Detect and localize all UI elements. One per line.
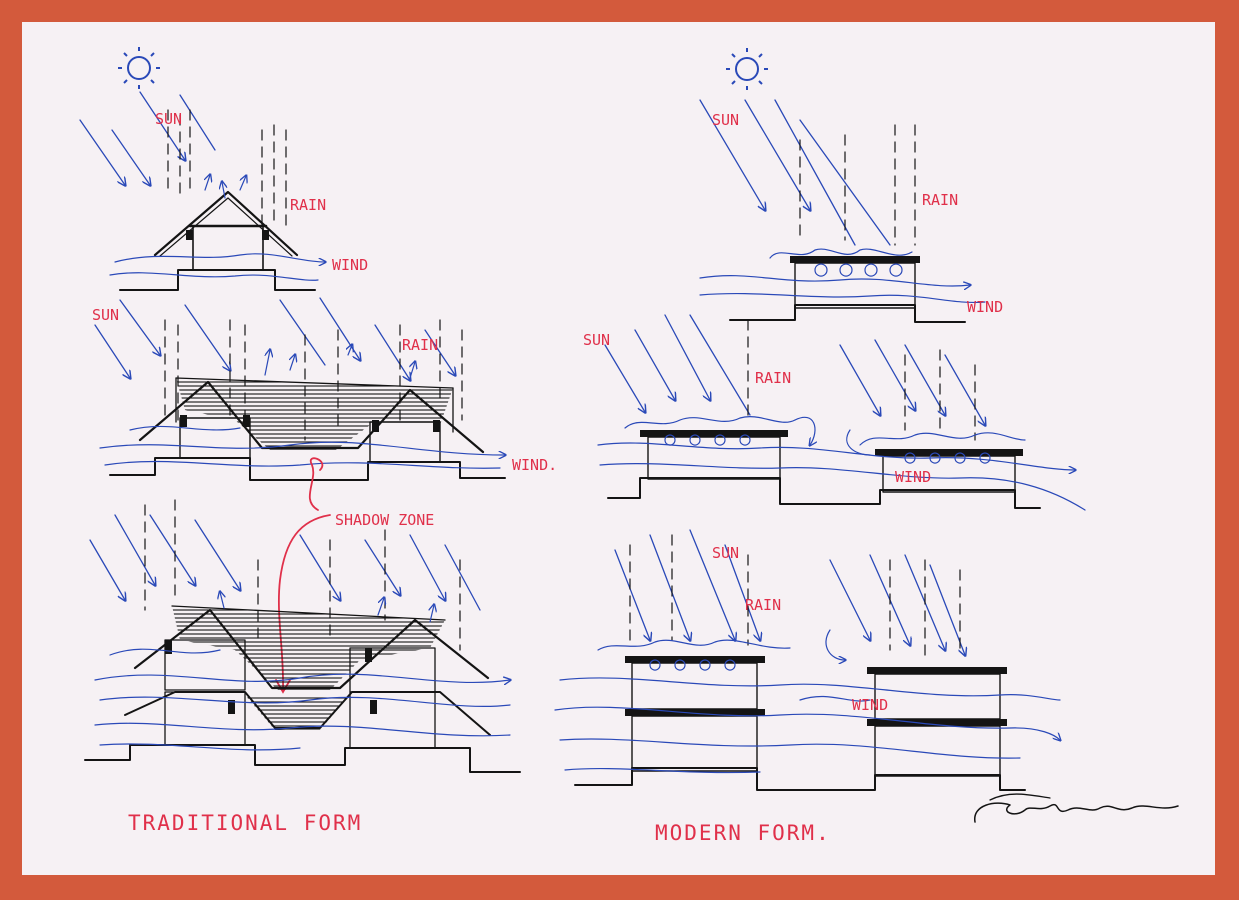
wind-lines-m3: [554, 629, 1060, 774]
label-shadow-zone: SHADOW ZONE: [335, 511, 434, 529]
rain-lines-m2: [747, 319, 976, 441]
wind-lines-m1: [699, 263, 986, 304]
traditional-house-small: [79, 91, 325, 291]
rain-lines-m1: [799, 124, 916, 246]
wind-lines-t2: [99, 345, 505, 469]
wind-lines-m2: [597, 416, 1086, 511]
artist-signature: [974, 793, 1179, 823]
wind-lines-t1: [109, 175, 325, 281]
modern-flat-house-single: [699, 99, 986, 323]
rain-lines-m3: [629, 534, 961, 656]
modern-two-storey-houses: [554, 529, 1060, 791]
label-sun-m2: SUN: [583, 331, 610, 349]
sun-rays-t1: [79, 91, 216, 185]
label-sun-t1: SUN: [155, 110, 182, 128]
label-sun-t2: SUN: [92, 306, 119, 324]
label-wind-m2: WIND: [895, 468, 931, 486]
label-rain-t1: RAIN: [290, 196, 326, 214]
label-wind-t2: WIND.: [512, 456, 557, 474]
label-sun-m1: SUN: [712, 111, 739, 129]
sun-rays-m1: [699, 99, 891, 246]
label-modern-form: MODERN FORM.: [655, 821, 831, 845]
sun-rays-t2: [94, 297, 455, 380]
sketch-paper: [22, 22, 1215, 875]
modern-flat-houses-pair: [597, 314, 1086, 511]
sun-rays-m2: [604, 314, 985, 425]
label-sun-m3: SUN: [712, 544, 739, 562]
wind-lines-t3: [94, 592, 510, 751]
sun-rays-m3: [614, 529, 965, 655]
traditional-courtyard-house: [94, 297, 505, 481]
label-rain-m1: RAIN: [922, 191, 958, 209]
sun-rays-t3: [89, 514, 481, 611]
label-rain-t2: RAIN: [402, 336, 438, 354]
label-rain-m2: RAIN: [755, 369, 791, 387]
sun-icon-traditional: [118, 47, 160, 89]
traditional-two-storey-house: [84, 499, 521, 773]
label-rain-m3: RAIN: [745, 596, 781, 614]
label-wind-m3: WIND: [852, 696, 888, 714]
rain-lines-t1: [167, 109, 287, 231]
label-traditional-form: TRADITIONAL FORM: [128, 811, 362, 835]
label-wind-m1: WIND: [967, 298, 1003, 316]
label-wind-t1: WIND: [332, 256, 368, 274]
sun-icon-modern: [726, 48, 768, 90]
